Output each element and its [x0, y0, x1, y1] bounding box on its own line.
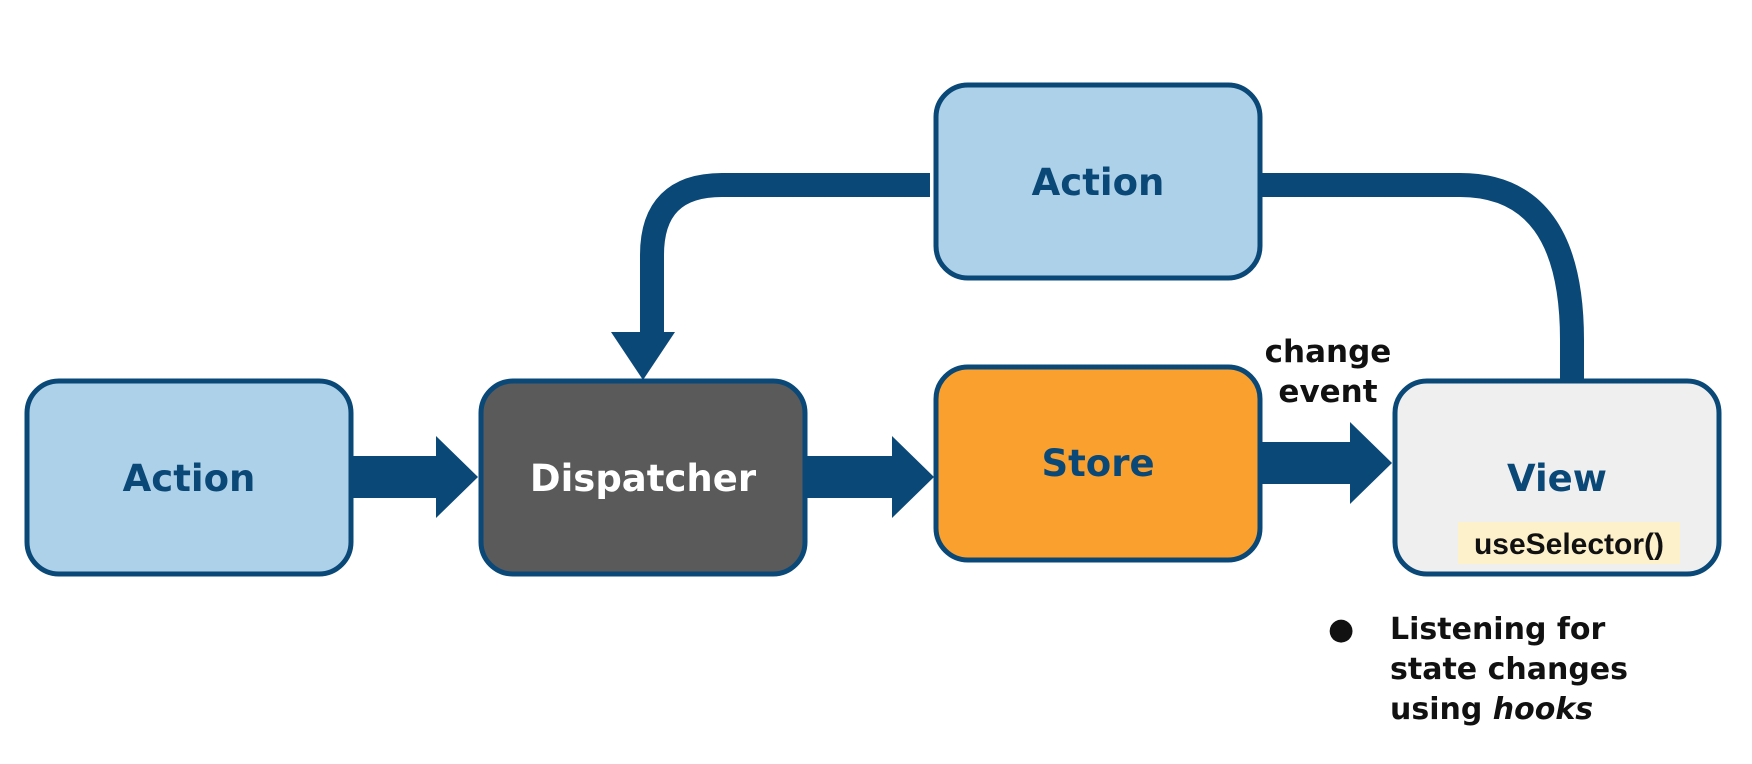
- view-note-list: ● Listening for state changes using hook…: [1328, 610, 1720, 730]
- arrow-store-to-view: [1262, 422, 1392, 504]
- arrow-dispatcher-to-store: [804, 436, 934, 518]
- bullet-icon: ●: [1328, 612, 1355, 647]
- view-box: View useSelector(): [1392, 378, 1722, 577]
- store-label: Store: [1041, 442, 1154, 485]
- code-highlight: [1458, 522, 1680, 564]
- arrow-action-to-dispatcher: [352, 436, 478, 518]
- dispatcher-label: Dispatcher: [530, 457, 757, 500]
- dispatcher-box: Dispatcher: [478, 378, 808, 577]
- note-line-3-prefix: using: [1390, 692, 1493, 727]
- feedback-arrowhead: [611, 332, 675, 380]
- change-event-line2: event: [1278, 374, 1377, 410]
- action-left-label: Action: [123, 457, 256, 500]
- action-box-left: Action: [24, 378, 354, 577]
- view-label: View: [1507, 457, 1607, 500]
- note-hooks-emphasis: hooks: [1492, 692, 1594, 727]
- change-event-label: change event: [1265, 334, 1392, 410]
- action-top-label: Action: [1032, 161, 1165, 204]
- feedback-loop-arrow-path: [640, 173, 1584, 380]
- change-event-line1: change: [1265, 334, 1392, 370]
- note-line-2: state changes: [1390, 652, 1628, 687]
- store-box: Store: [933, 364, 1263, 563]
- action-box-top: Action: [933, 82, 1263, 281]
- note-line-1: Listening for: [1390, 612, 1606, 647]
- view-note-item: ● Listening for state changes using hook…: [1328, 610, 1720, 730]
- note-line-3: using hooks: [1390, 690, 1720, 730]
- use-selector-code: useSelector(): [1474, 528, 1664, 561]
